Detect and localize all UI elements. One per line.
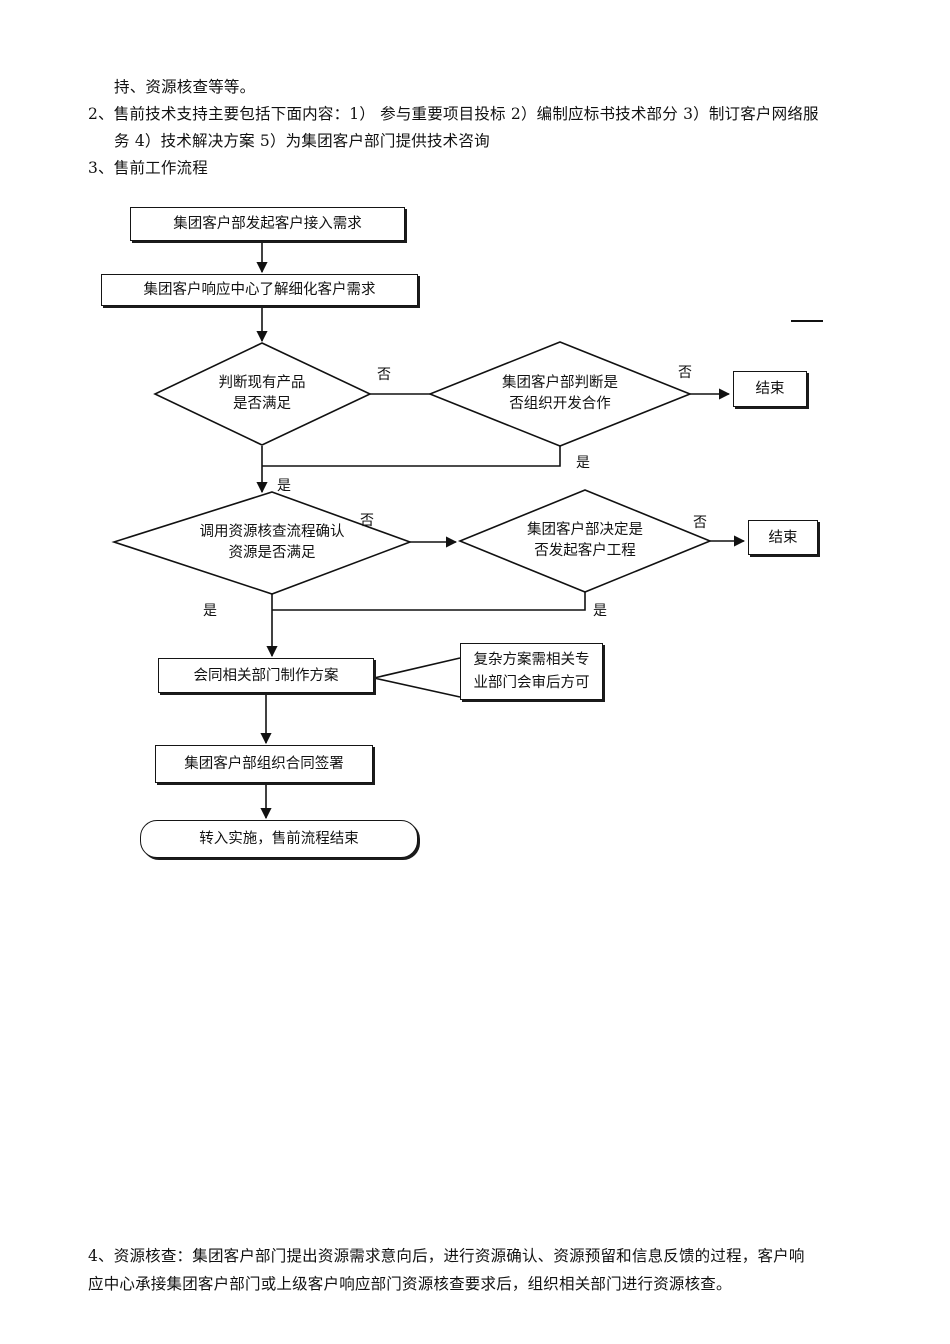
intro-line-3: 务 4）技术解决方案 5）为集团客户部门提供技术咨询 [114, 132, 490, 150]
intro-paragraph: 持、资源核查等等。 2、售前技术支持主要包括下面内容：1） 参与重要项目投标 2… [88, 74, 888, 182]
edge-n9-note [373, 657, 461, 698]
edge-label-product-yes: 是 [277, 478, 291, 494]
node-contract-signing[interactable]: 集团客户部组织合同签署 [155, 745, 373, 783]
node-label-product-check-line1: 判断现有产品 [218, 375, 306, 391]
stray-dash-mark [791, 320, 823, 322]
node-label-product-check: 判断现有产品 是否满足 [162, 373, 362, 415]
node-label-dev-cooperation-line2: 否组织开发合作 [509, 396, 611, 412]
intro-line-2: 2、售前技术支持主要包括下面内容：1） 参与重要项目投标 2）编制应标书技术部分… [88, 105, 819, 123]
note-line-1: 复杂方案需相关专 [473, 651, 590, 668]
node-label-product-check-line2: 是否满足 [233, 396, 291, 412]
footer-line-2: 应中心承接集团客户部门或上级客户响应部门资源核查要求后，组织相关部门进行资源核查… [88, 1275, 732, 1293]
edge-label-dev-yes: 是 [576, 455, 590, 471]
edge-n4-yes-return [262, 446, 561, 467]
node-detail-requirements[interactable]: 集团客户响应中心了解细化客户需求 [101, 274, 418, 306]
edge-label-dev-no: 否 [678, 365, 692, 381]
footer-paragraph: 4、资源核查：集团客户部门提出资源需求意向后，进行资源确认、资源预留和信息反馈的… [88, 1242, 888, 1298]
node-label-project-decision-line2: 否发起客户工程 [534, 543, 636, 559]
node-initiate-request[interactable]: 集团客户部发起客户接入需求 [130, 207, 405, 241]
node-label-project-decision-line1: 集团客户部决定是 [527, 522, 643, 538]
edge-label-product-no: 否 [377, 367, 391, 383]
node-label-project-decision: 集团客户部决定是 否发起客户工程 [485, 520, 685, 562]
edge-label-resource-yes: 是 [203, 603, 217, 619]
intro-line-1: 持、资源核查等等。 [114, 78, 256, 96]
node-label-resource-check-line2: 资源是否满足 [228, 545, 316, 561]
node-label-resource-check-line1: 调用资源核查流程确认 [199, 524, 345, 540]
intro-line-4: 3、售前工作流程 [88, 159, 208, 177]
node-end-1[interactable]: 结束 [733, 371, 807, 407]
node-label-dev-cooperation: 集团客户部判断是 否组织开发合作 [460, 373, 660, 415]
edge-label-project-no: 否 [693, 515, 707, 531]
node-create-proposal[interactable]: 会同相关部门制作方案 [158, 658, 374, 693]
node-transfer-to-implementation[interactable]: 转入实施，售前流程结束 [140, 820, 418, 858]
edge-label-resource-no: 否 [360, 513, 374, 529]
node-label-dev-cooperation-line1: 集团客户部判断是 [502, 375, 618, 391]
edge-label-project-yes: 是 [593, 603, 607, 619]
note-line-2: 业部门会审后方可 [473, 674, 590, 691]
edge-n7-yes-return [272, 592, 586, 611]
node-label-resource-check: 调用资源核查流程确认 资源是否满足 [172, 522, 372, 564]
note-complex-proposal-review: 复杂方案需相关专 业部门会审后方可 [460, 643, 603, 700]
footer-line-1: 4、资源核查：集团客户部门提出资源需求意向后，进行资源确认、资源预留和信息反馈的… [88, 1247, 805, 1265]
node-end-2[interactable]: 结束 [748, 520, 818, 555]
